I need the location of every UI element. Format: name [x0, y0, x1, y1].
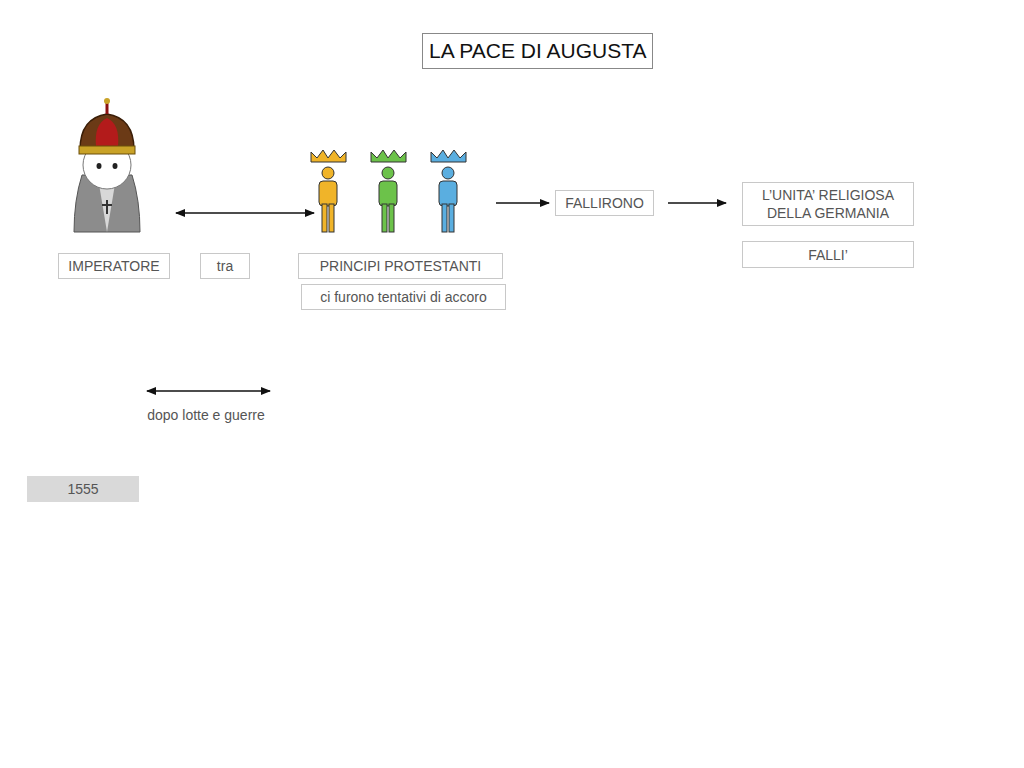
title: LA PACE DI AUGUSTA — [422, 33, 653, 69]
date-band: 1555 — [27, 476, 139, 502]
double-arrow — [147, 390, 270, 392]
emperor-figure — [74, 98, 140, 232]
double-arrow — [176, 212, 314, 214]
node-text: ci furono tentativi di accoro — [320, 288, 487, 306]
prince-figure — [311, 150, 346, 232]
process-box: IMPERATORE — [58, 253, 170, 279]
node-text: PRINCIPI PROTESTANTI — [320, 257, 482, 275]
process-box: FALLIRONO — [555, 190, 654, 216]
node-text: IMPERATORE — [68, 257, 159, 275]
process-box: L’UNITA’ RELIGIOSA DELLA GERMANIA — [742, 182, 914, 226]
note-box: ci furono tentativi di accoro — [301, 284, 506, 310]
arrow — [496, 202, 549, 204]
note-label: dopo lotte e guerre — [140, 406, 272, 424]
connector-arrow — [668, 202, 726, 204]
process-box: FALLI’ — [742, 241, 914, 268]
node-text: L’UNITA’ RELIGIOSA DELLA GERMANIA — [749, 186, 907, 222]
node-text: FALLIRONO — [565, 194, 644, 212]
prince-figure — [371, 150, 406, 232]
process-box: PRINCIPI PROTESTANTI — [298, 253, 503, 279]
process-box: tra — [200, 253, 250, 279]
prince-figure — [431, 150, 466, 232]
node-text: FALLI’ — [808, 246, 848, 264]
node-text: tra — [217, 257, 233, 275]
node-text: 1555 — [67, 480, 98, 498]
